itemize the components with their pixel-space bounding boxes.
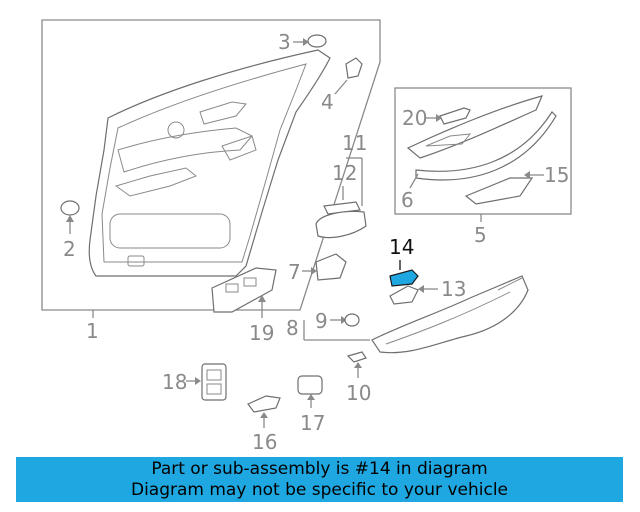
switch-18-detail-2 [206, 383, 222, 395]
arrow-17 [307, 394, 315, 400]
part-13-bezel[interactable] [389, 285, 419, 305]
part-11-housing[interactable] [315, 210, 367, 239]
door-trim-inner [101, 63, 307, 263]
door-panel-frame [41, 19, 381, 311]
callout-11: 11 [342, 131, 367, 155]
door-armrest-detail [117, 127, 253, 173]
callout-16: 16 [252, 430, 277, 454]
parts-diagram: 1 2 3 4 20 15 6 5 11 [41, 19, 572, 454]
callout-4: 4 [321, 90, 334, 114]
switch-18-detail [206, 369, 222, 381]
selected-part-group: 14 [389, 235, 419, 287]
part-8-armrest[interactable] [371, 275, 529, 354]
callout-13: 13 [441, 277, 466, 301]
part-9-fastener[interactable] [344, 313, 360, 327]
door-pocket-detail [109, 213, 231, 249]
armrest-detail-2 [497, 277, 523, 291]
callout-14: 14 [389, 235, 414, 259]
part-3-cap[interactable] [307, 34, 327, 48]
part-18-switch[interactable] [201, 363, 227, 401]
door-trim-panel[interactable] [88, 49, 331, 277]
garnish-frame [394, 87, 572, 215]
callout-1: 1 [86, 319, 99, 343]
arrow-15 [524, 171, 530, 179]
info-banner: Part or sub-assembly is #14 in diagram D… [16, 457, 623, 502]
part-4-bracket[interactable] [345, 57, 363, 79]
callout-3: 3 [278, 30, 291, 54]
banner-line-1: Part or sub-assembly is #14 in diagram [151, 459, 488, 479]
switch-panel-detail-2 [243, 277, 257, 287]
callout-10: 10 [346, 381, 371, 405]
callout-5: 5 [474, 223, 487, 247]
arrow-20 [436, 114, 442, 122]
callout-17: 17 [300, 411, 325, 435]
callout-7: 7 [288, 260, 301, 284]
leader-6 [409, 173, 419, 189]
part-17-switch[interactable] [297, 375, 323, 395]
part-19-switch-panel[interactable] [211, 267, 277, 313]
arrow-13 [418, 285, 424, 293]
callout-8: 8 [286, 316, 299, 340]
part-15-panel[interactable] [464, 177, 534, 205]
switch-panel-detail [225, 283, 239, 293]
part-10-clip[interactable] [346, 351, 367, 363]
door-switch-detail [199, 101, 247, 125]
door-switch-detail-2 [221, 135, 257, 161]
arrow-9 [341, 316, 347, 324]
callout-2: 2 [63, 237, 76, 261]
arrow-19 [258, 295, 266, 302]
door-pull-detail [114, 167, 197, 197]
arrow-3 [303, 38, 309, 46]
handle-group: 11 12 [315, 131, 367, 239]
door-panel-group: 1 2 3 4 [41, 19, 381, 343]
callout-9: 9 [315, 309, 328, 333]
garnish-opening [425, 133, 472, 147]
armrest-detail [385, 291, 511, 345]
callout-12: 12 [332, 161, 357, 185]
callout-6: 6 [401, 188, 414, 212]
arrow-2 [66, 215, 74, 222]
part-6-strip[interactable] [415, 111, 557, 181]
arrow-7 [311, 267, 317, 275]
arrow-18 [195, 377, 201, 385]
callout-19: 19 [249, 321, 274, 345]
arrow-10 [354, 362, 362, 368]
part-7-cover[interactable] [315, 253, 347, 281]
part-2-clip[interactable] [60, 200, 80, 216]
leader-4 [334, 79, 348, 95]
door-speaker-detail [167, 121, 185, 139]
arrow-16 [260, 412, 268, 418]
part-16-cover[interactable] [247, 395, 281, 413]
banner-line-2: Diagram may not be specific to your vehi… [130, 480, 508, 500]
callout-18: 18 [162, 370, 187, 394]
part-14-switch-highlighted[interactable] [389, 269, 419, 287]
door-small-clip [127, 255, 145, 267]
callout-15: 15 [544, 163, 569, 187]
garnish-group: 20 15 6 5 [394, 87, 572, 247]
callout-20: 20 [402, 106, 427, 130]
part-5-garnish[interactable] [406, 95, 544, 159]
part-20-clip[interactable] [439, 107, 471, 125]
